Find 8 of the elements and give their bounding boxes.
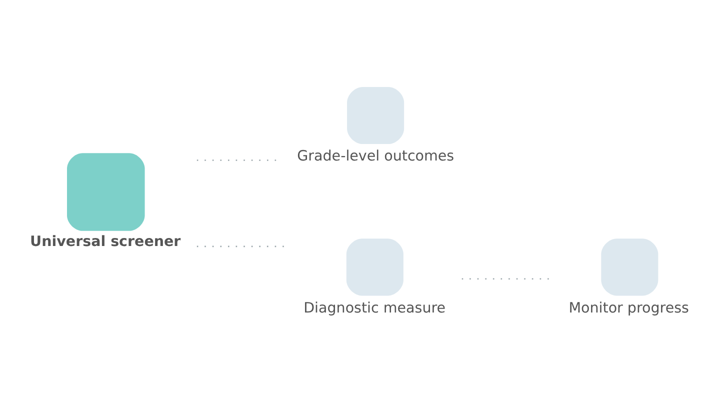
node-box — [346, 238, 404, 296]
node-label: Grade-level outcomes — [297, 148, 454, 165]
node-box — [347, 86, 404, 144]
node-label: Diagnostic measure — [304, 300, 446, 316]
node-box — [601, 238, 658, 296]
node-box — [67, 153, 145, 231]
node-label: Universal screener — [30, 234, 181, 250]
node-label: Monitor progress — [568, 300, 689, 316]
